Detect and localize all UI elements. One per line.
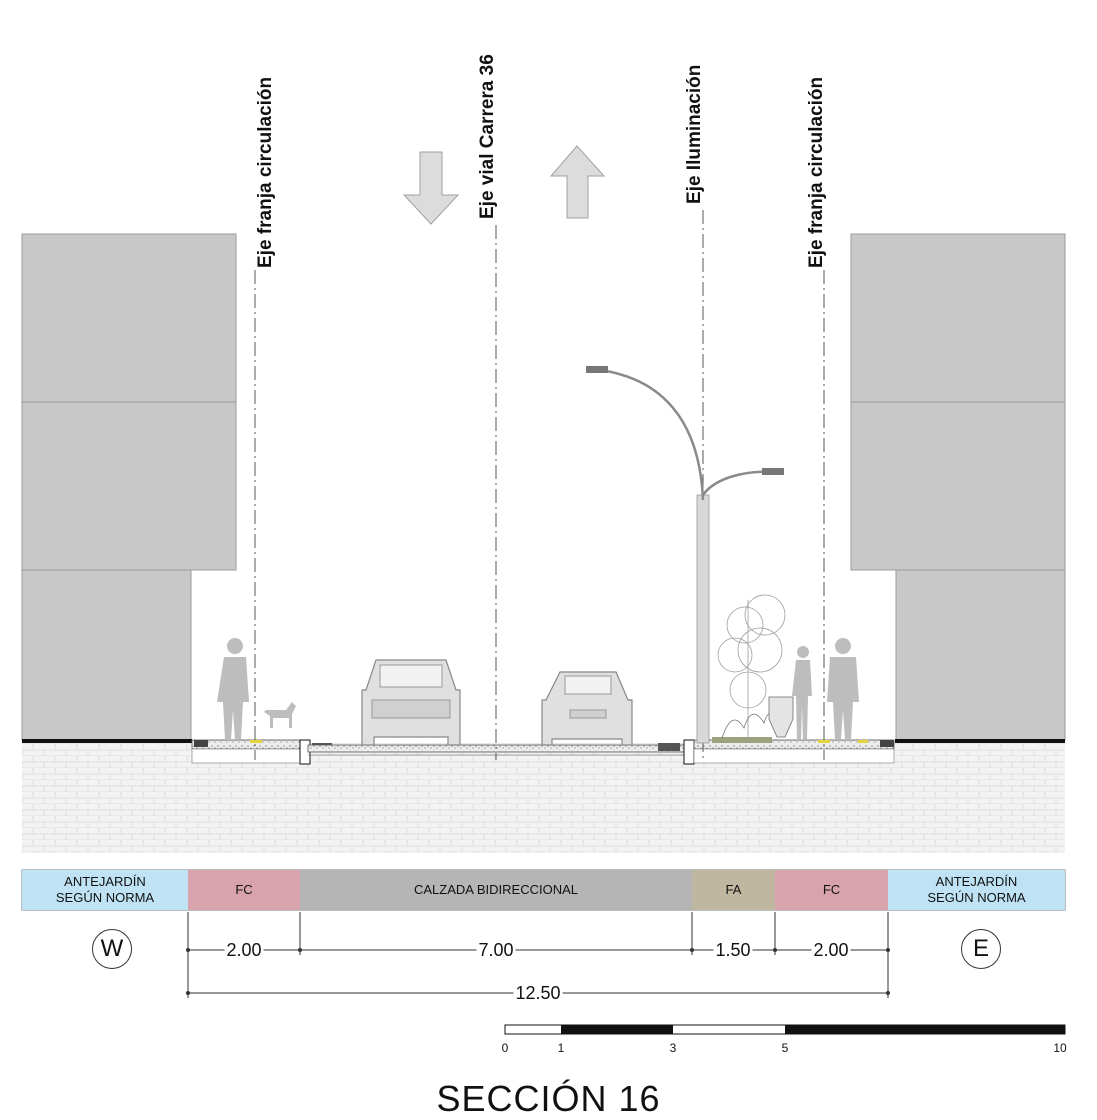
section-title: SECCIÓN 16: [436, 1078, 661, 1119]
dim-calzada: 7.00: [476, 940, 516, 961]
scale-tick-0: 0: [501, 1041, 509, 1055]
car-right-icon: [541, 671, 633, 746]
ground-fill: [22, 743, 1065, 853]
scale-tick-3: 3: [669, 1041, 677, 1055]
band-fc-right: FC: [775, 870, 888, 910]
axis-label-left-circulation: Eje franja circulación: [255, 76, 276, 268]
compass-west: W: [92, 929, 132, 969]
axis-lines: [254, 210, 825, 760]
sidewalk-left: [191, 739, 332, 765]
dog-icon: [264, 702, 296, 728]
building-left: [21, 233, 237, 741]
dim-fa: 1.50: [713, 940, 753, 961]
street-light-icon: [586, 366, 784, 744]
building-right: [850, 233, 1066, 741]
dim-total: 12.50: [513, 983, 563, 1004]
scale-tick-10: 10: [1053, 1041, 1067, 1055]
pedestrian-left-icon: [217, 638, 249, 740]
band-antejardin-left: ANTEJARDÍN SEGÚN NORMA: [22, 870, 188, 910]
sidewalk-right: [693, 737, 895, 764]
arrow-up-icon: [549, 145, 606, 219]
pedestrian-right-2-icon: [827, 638, 859, 740]
arrow-down-icon: [402, 151, 460, 225]
scale-tick-1: 1: [557, 1041, 565, 1055]
band-fc-left: FC: [188, 870, 300, 910]
sign-icon: [768, 696, 794, 738]
axis-label-right-circulation: Eje franja circulación: [806, 76, 827, 268]
roadway: [307, 739, 695, 765]
car-left-icon: [361, 659, 461, 746]
axis-label-lighting: Eje Iluminación: [684, 64, 705, 204]
tree-icon: [717, 594, 786, 740]
band-antejardin-right: ANTEJARDÍN SEGÚN NORMA: [888, 870, 1065, 910]
scale-tick-5: 5: [781, 1041, 789, 1055]
axis-label-road-axis: Eje vial Carrera 36: [477, 54, 498, 219]
scale-bar: [504, 1024, 1066, 1035]
dim-fc-left: 2.00: [224, 940, 264, 961]
band-fa: FA: [692, 870, 775, 910]
compass-east: E: [961, 929, 1001, 969]
dim-fc-right: 2.00: [811, 940, 851, 961]
band-calzada: CALZADA BIDIRECCIONAL: [300, 870, 692, 910]
pedestrian-right-1-icon: [792, 646, 812, 740]
